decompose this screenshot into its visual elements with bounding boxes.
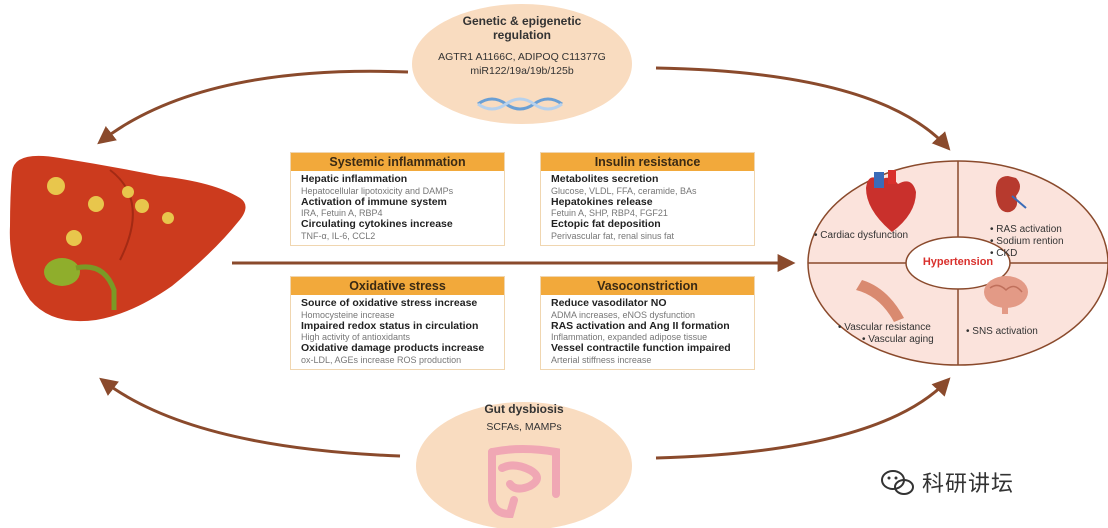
card-row-title: RAS activation and Ang II formation [551,320,730,332]
card-row-title: Impaired redox status in circulation [301,320,479,332]
liver-icon [9,155,246,322]
renal-label-3: • CKD [990,248,1018,259]
watermark-text: 科研讲坛 [922,472,1015,497]
arrow-genetic-to-liver [97,69,409,145]
card-title: Oxidative stress [291,277,504,295]
gut-oval-text: Gut dysbiosis SCFAs, MAMPs [444,402,604,434]
genetic-oval [412,4,632,124]
renal-label-2: • Sodium rention [990,236,1064,247]
card-row-title: Oxidative damage products increase [301,343,485,354]
card-row-sub: IRA, Fetuin A, RBP4 [301,208,383,218]
vascular-label-1: • Vascular resistance [838,322,931,333]
card-row-sub: Fetuin A, SHP, RBP4, FGF21 [551,208,668,218]
card-vasoconstriction: Vasoconstriction Reduce vasodilator NO A… [540,276,755,370]
brain-icon [984,276,1028,314]
dna-icon [477,97,563,111]
card-row-sub: ox-LDL, AGEs increase ROS production [301,354,462,365]
intestine-icon [488,445,560,519]
gut-line-1: SCFAs, MAMPs [486,421,562,433]
arrow-gut-to-hypertension [655,377,951,460]
card-title: Insulin resistance [541,153,754,171]
card-row-title: Circulating cytokines increase [301,219,453,230]
card-row-title: Reduce vasodilator NO [551,298,667,309]
card-row-sub: ADMA increases, eNOS dysfunction [551,309,696,320]
card-title: Vasoconstriction [541,277,754,295]
card-oxidative-stress: Oxidative stress Source of oxidative str… [290,276,505,370]
sns-label: • SNS activation [966,326,1038,337]
card-row-sub: TNF-α, IL-6, CCL2 [301,230,376,241]
gut-title: Gut dysbiosis [484,402,564,416]
genetic-oval-text: Genetic & epigenetic regulation AGTR1 A1… [432,14,612,78]
genetic-line-1: AGTR1 A1166C, ADIPOQ C11377G [438,51,606,63]
card-systemic-inflammation: Systemic inflammation Hepatic inflammati… [290,152,505,246]
arrow-gut-to-liver [99,377,401,458]
card-row-sub: Perivascular fat, renal sinus fat [551,230,675,241]
card-row-title: Activation of immune system [301,196,447,208]
card-row-sub: Homocysteine increase [301,309,395,320]
card-title: Systemic inflammation [291,153,504,171]
cardiac-dysfunction-label: • Cardiac dysfunction [814,230,909,241]
card-row-title: Ectopic fat deposition [551,219,661,230]
kidney-icon [995,176,1027,213]
card-row-sub: Glucose, VLDL, FFA, ceramide, BAs [551,185,697,196]
card-row-title: Hepatokines release [551,196,653,208]
card-row-title: Hepatic inflammation [301,174,408,185]
genetic-title: Genetic & epigenetic regulation [462,14,582,42]
genetic-line-2: miR122/19a/19b/125b [470,65,574,77]
card-row-sub: Inflammation, expanded adipose tissue [551,332,708,342]
vascular-label-2: • Vascular aging [862,334,934,345]
wechat-icon [881,470,914,495]
arrow-genetic-to-hypertension [655,66,951,151]
card-row-title: Metabolites secretion [551,174,659,185]
card-row-sub: High activity of antioxidants [301,332,411,342]
card-row-sub: Arterial stiffness increase [551,354,652,365]
card-row-sub: Hepatocellular lipotoxicity and DAMPs [301,185,454,196]
card-row-title: Source of oxidative stress increase [301,298,478,309]
heart-icon [866,170,916,232]
card-insulin-resistance: Insulin resistance Metabolites secretion… [540,152,755,246]
hypertension-label: Hypertension [922,256,994,268]
vessel-icon [856,280,904,322]
renal-label-1: • RAS activation [990,224,1062,235]
card-row-title: Vessel contractile function impaired [551,343,731,354]
